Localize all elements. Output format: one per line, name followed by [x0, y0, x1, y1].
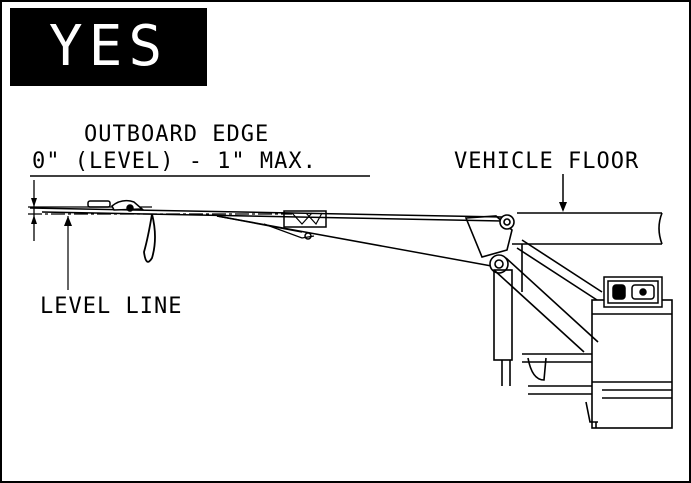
- level-line-label: LEVEL LINE: [40, 294, 182, 319]
- control-box: [603, 276, 663, 308]
- level-line: [28, 213, 292, 290]
- vehicle-floor-arrow: [559, 174, 567, 212]
- tolerance-label: 0" (LEVEL) - 1" MAX.: [32, 149, 317, 174]
- hinge-assembly: [464, 214, 603, 386]
- outboard-edge-label: OUTBOARD EDGE: [84, 122, 269, 147]
- vehicle-body: [512, 212, 673, 429]
- platform: [29, 199, 503, 268]
- vehicle-floor-label: VEHICLE FLOOR: [454, 149, 639, 174]
- yes-badge: YES: [10, 8, 207, 86]
